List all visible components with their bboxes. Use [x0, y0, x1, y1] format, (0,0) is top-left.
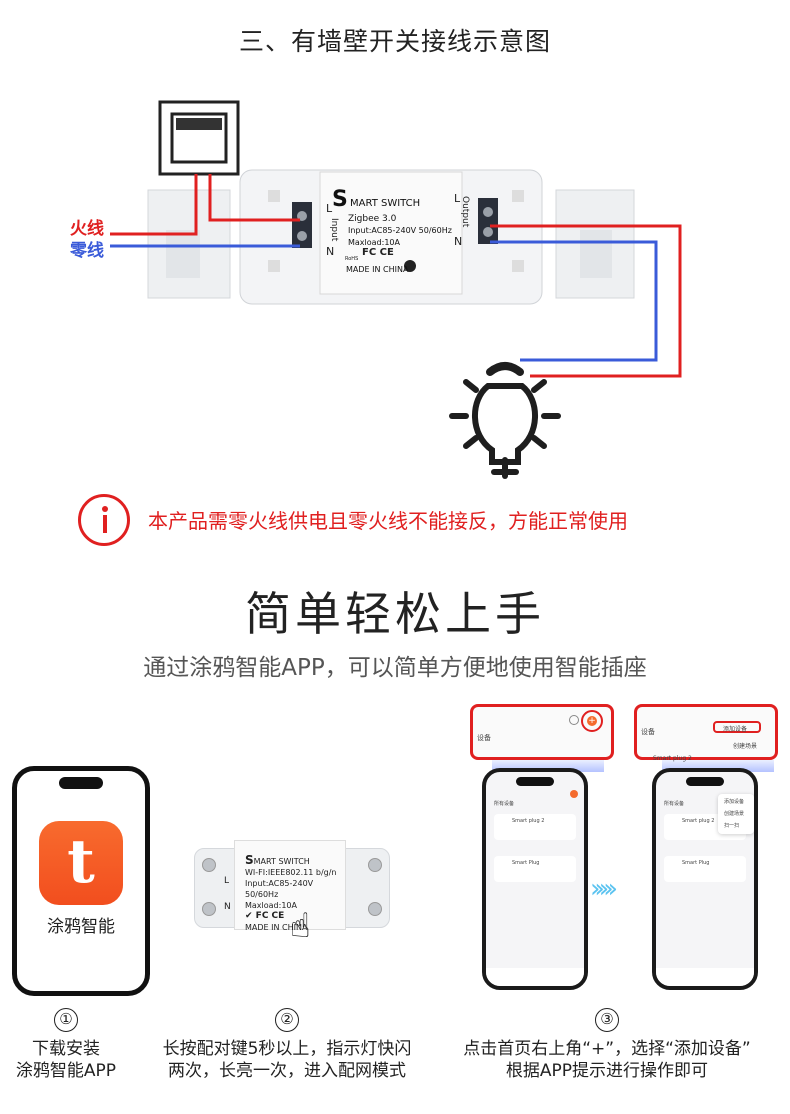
made-in-text: MADE IN CHINA: [245, 923, 308, 932]
screw-icon: [202, 902, 216, 916]
wifi-spec: WI-FI:IEEE802.11 b/g/n: [245, 868, 337, 877]
step-number: ①: [54, 1008, 78, 1032]
screw-icon: [368, 902, 382, 916]
zoom-title: 设备: [641, 728, 655, 736]
device-card[interactable]: Smart Plug: [664, 856, 746, 882]
home-title: 所有设备: [494, 801, 515, 807]
warning-text: 本产品需零火线供电且零火线不能接反，方能正常使用: [148, 509, 628, 533]
terminal-l-out: L: [454, 192, 461, 205]
step-number: ③: [595, 1008, 619, 1032]
dynamic-island: [686, 777, 724, 786]
device-name: Smart Plug: [682, 860, 710, 866]
zoom-item: Smart plug 2: [653, 755, 692, 762]
model-text: Zigbee 3.0: [348, 214, 397, 224]
menu-create-scene: 创建场景: [733, 743, 758, 750]
step-line: 点击首页右上角“+”，选择“添加设备”: [463, 1039, 751, 1059]
step-3: ③ 点击首页右上角“+”，选择“添加设备” 根据APP提示进行操作即可: [432, 1008, 782, 1082]
cert-marks: FC CE: [362, 247, 394, 258]
brand-text: MART SWITCH: [253, 857, 310, 866]
mounting-bracket-left: [147, 189, 231, 299]
wall-switch: [158, 100, 240, 176]
live-wire-label: 火线: [70, 219, 104, 239]
screw-icon: [202, 858, 216, 872]
step-line: 下载安装: [32, 1039, 100, 1059]
mic-icon: [569, 715, 579, 725]
hand-pointer-icon: ☝: [290, 906, 311, 946]
main-heading: 简单轻松上手: [245, 587, 545, 641]
step-line: 根据APP提示进行操作即可: [505, 1061, 709, 1081]
dynamic-island: [516, 777, 554, 786]
terminal-n-in: N: [326, 245, 334, 258]
output-side-label: Output: [460, 196, 470, 228]
phone-notch: [59, 777, 103, 789]
add-dropdown-menu: 添加设备 创建场景 扫一扫: [718, 794, 754, 834]
brand-text: MART SWITCH: [350, 198, 420, 209]
device-name: Smart plug 2: [512, 818, 545, 824]
zoom-callout-2: 设备 Smart plug 2 添加设备 创建场景: [634, 704, 778, 762]
arrow-icon: ›››››: [590, 874, 618, 904]
screw-icon: [368, 858, 382, 872]
step-1: ① 下载安装 涂鸦智能APP: [0, 1008, 132, 1082]
tab-bar: [656, 968, 754, 986]
neutral-wire-label: 零线: [70, 241, 104, 261]
menu-add-device[interactable]: 添加设备: [724, 799, 745, 805]
mounting-bracket-right: [555, 189, 635, 299]
menu-create-scene[interactable]: 创建场景: [724, 811, 745, 817]
menu-scan[interactable]: 扫一扫: [724, 823, 740, 829]
maxload-spec: Maxload:10A: [245, 901, 297, 910]
wiring-diagram: S MART SWITCH Zigbee 3.0 Input:AC85-240V…: [110, 100, 682, 479]
phone-add-menu: 所有设备 Smart plug 2 Smart Plug 添加设备 创建场景 扫…: [652, 768, 758, 990]
device-card[interactable]: Smart Plug: [494, 856, 576, 882]
step-number: ②: [275, 1008, 299, 1032]
add-button-highlight[interactable]: +: [581, 710, 603, 732]
app-icon-letter: t: [67, 827, 95, 897]
rohs-mark: RoHS: [345, 256, 358, 262]
tab-bar: [486, 968, 584, 986]
tuya-app-icon[interactable]: t: [39, 821, 123, 905]
sub-heading: 通过涂鸦智能APP，可以简单方便地使用智能插座: [143, 655, 647, 681]
light-bulb-icon: [449, 362, 561, 479]
phone-home-screen: 所有设备 Smart plug 2 Smart Plug: [482, 768, 588, 990]
step-line: 长按配对键5秒以上，指示灯快闪: [162, 1039, 412, 1059]
info-icon: [78, 494, 130, 546]
live-wire: [110, 174, 682, 378]
add-device-highlight[interactable]: 添加设备: [713, 721, 761, 733]
home-title: 所有设备: [664, 801, 685, 807]
device-name: Smart plug 2: [682, 818, 715, 824]
brand-s: S: [245, 853, 254, 867]
step-2: ② 长按配对键5秒以上，指示灯快闪 两次，长亮一次，进入配网模式: [142, 1008, 432, 1082]
input-spec: Input:AC85-240V 50/60Hz: [348, 226, 452, 235]
smart-switch-small: SMART SWITCH WI-FI:IEEE802.11 b/g/n Inpu…: [194, 836, 390, 946]
smart-switch-device: [239, 169, 543, 305]
phone-app-download: t 涂鸦智能: [12, 766, 150, 996]
terminal-n: N: [224, 902, 231, 912]
neutral-wire: [110, 240, 658, 362]
terminal-l-in: L: [326, 202, 333, 215]
device-card[interactable]: Smart plug 2: [494, 814, 576, 840]
input-spec: Input:AC85-240V 50/60Hz: [245, 879, 314, 899]
zoom-callout-1: 设备 +: [470, 704, 614, 760]
zoom-title: 设备: [477, 734, 491, 742]
made-in-text: MADE IN CHINA: [346, 265, 409, 274]
app-name: 涂鸦智能: [47, 917, 115, 937]
step-line: 涂鸦智能APP: [15, 1061, 117, 1081]
maxload-spec: Maxload:10A: [348, 238, 401, 247]
menu-add-device: 添加设备: [723, 726, 748, 733]
section-title: 三、有墙壁开关接线示意图: [238, 27, 551, 56]
input-side-label: Input: [329, 218, 339, 242]
brand-s: S: [332, 187, 348, 212]
terminal-n-out: N: [454, 235, 462, 248]
device-label: SMART SWITCH WI-FI:IEEE802.11 b/g/n Inpu…: [234, 840, 346, 932]
device-name: Smart Plug: [512, 860, 540, 866]
step-line: 两次，长亮一次，进入配网模式: [168, 1061, 406, 1081]
add-icon[interactable]: [570, 790, 578, 798]
warning-notice: 本产品需零火线供电且零火线不能接反，方能正常使用: [78, 492, 718, 548]
terminal-l: L: [224, 876, 230, 886]
